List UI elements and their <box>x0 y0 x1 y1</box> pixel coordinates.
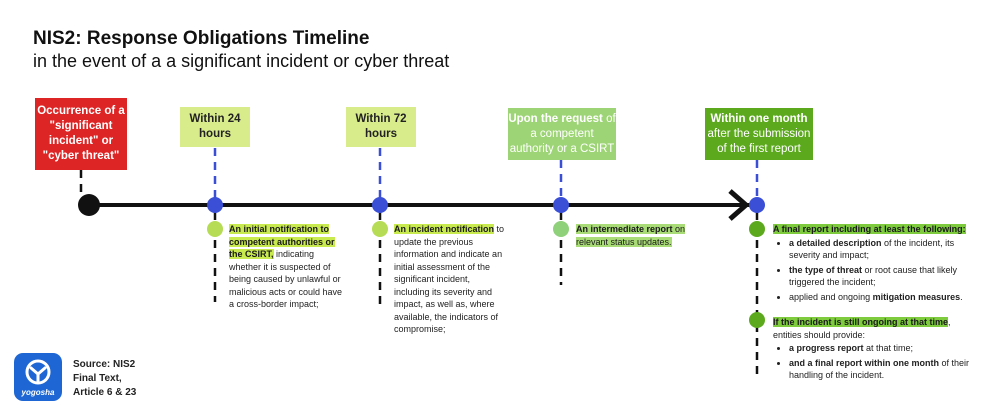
source-line: Final Text, <box>73 373 122 384</box>
dot-72h <box>372 197 388 213</box>
list-item: the type of threat or root cause that li… <box>789 264 973 289</box>
box-72h-line: hours <box>365 128 397 140</box>
list-item: a progress report at that time; <box>789 342 973 355</box>
box-within-24-hours: Within 24 hours <box>180 107 250 147</box>
item-text: . <box>960 291 963 302</box>
box-request-line1: Upon the request of <box>508 112 615 127</box>
box-upon-request: Upon the request of a competent authorit… <box>508 108 616 160</box>
item-bold: and a final report within one month <box>789 357 939 368</box>
start-dot <box>78 194 100 216</box>
text-72h: to update the previous information and i… <box>394 224 505 334</box>
description-request: An intermediate report on relevant statu… <box>576 223 694 248</box>
page-subtitle: in the event of a a significant incident… <box>33 51 450 71</box>
highlight-72h: An incident notification <box>394 224 494 234</box>
description-72h: An incident notification to update the p… <box>394 223 506 336</box>
bullet-final <box>749 221 765 237</box>
description-final-report: A final report including at least the fo… <box>773 223 973 305</box>
dot-month <box>749 197 765 213</box>
occurrence-line: "cyber threat" <box>42 150 120 162</box>
timeline-arrowhead <box>728 189 750 221</box>
dot-request <box>553 197 569 213</box>
text-ongoing: , entities should provide: <box>773 317 951 340</box>
logo-mark-icon <box>25 359 51 385</box>
box-request-line2: a competent <box>530 127 594 140</box>
bullet-72h <box>372 221 388 237</box>
bullet-request <box>553 221 569 237</box>
list-item: applied and ongoing mitigation measures. <box>789 291 973 304</box>
box-occurrence: Occurrence of a "significant incident" o… <box>35 98 127 170</box>
item-text: at that time; <box>863 343 914 353</box>
box-24h-line: hours <box>199 128 231 140</box>
item-bold: the type of threat <box>789 264 863 275</box>
occurrence-line: Occurrence of a <box>37 105 125 117</box>
page-title: NIS2: Response Obligations Timeline <box>33 28 370 49</box>
list-item: and a final report within one month of t… <box>789 357 973 382</box>
list-item: a detailed description of the incident, … <box>789 237 973 262</box>
bullet-24h <box>207 221 223 237</box>
description-24h: An initial notification to competent aut… <box>229 223 347 311</box>
source-line: Article 6 & 23 <box>73 387 137 398</box>
item-text: or root cause that likely triggered the … <box>789 264 958 288</box>
box-month-line3: of the first report <box>717 142 801 155</box>
box-within-one-month: Within one month after the submission of… <box>705 108 813 160</box>
item-bold: mitigation measures <box>872 291 961 302</box>
highlight-request: An intermediate report <box>576 224 673 234</box>
ongoing-list: a progress report at that time; and a fi… <box>773 342 973 382</box>
box-month-line1: Within one month <box>710 112 808 125</box>
box-within-72-hours: Within 72 hours <box>346 107 416 147</box>
box-month-line2: after the submission <box>707 127 811 140</box>
highlight-ongoing: If the incident is still ongoing at that… <box>773 317 949 327</box>
bullet-ongoing <box>749 312 765 328</box>
final-report-list: a detailed description of the incident, … <box>773 237 973 304</box>
box-request-bold: Upon the request <box>508 112 603 125</box>
box-request-rest: of <box>602 112 616 125</box>
occurrence-line: incident" or <box>48 135 114 147</box>
source-line: Source: NIS2 <box>73 359 136 370</box>
highlight-final: A final report including at least the fo… <box>773 224 966 234</box>
box-24h-line: Within 24 <box>189 113 241 125</box>
item-text: of their handling of the incident. <box>789 357 970 381</box>
dot-24h <box>207 197 223 213</box>
yogosha-logo: yogosha <box>14 353 62 401</box>
box-request-line3: authority or a CSIRT <box>509 142 615 155</box>
logo-text: yogosha <box>21 388 55 397</box>
item-bold: a progress report <box>789 343 864 353</box>
item-pre: applied and ongoing <box>789 291 873 302</box>
occurrence-line: "significant <box>49 120 113 132</box>
description-ongoing: If the incident is still ongoing at that… <box>773 316 973 384</box>
box-72h-line: Within 72 <box>355 113 407 125</box>
text-24h: indicating whether it is suspected of be… <box>229 249 343 309</box>
item-text: of the incident, its severity and impact… <box>789 237 955 261</box>
source-note: Source: NIS2 Final Text, Article 6 & 23 <box>73 358 136 400</box>
item-bold: a detailed description <box>789 237 882 248</box>
